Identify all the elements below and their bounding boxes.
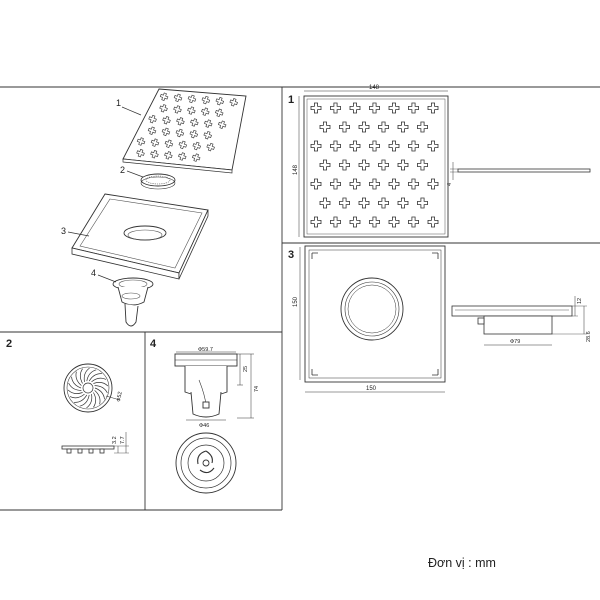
body-outlet-diameter-dim: Ф79 bbox=[510, 339, 520, 345]
callout-4: 4 bbox=[91, 268, 96, 278]
trap-upper-height-dim: 25 bbox=[243, 366, 249, 372]
strainer-blade bbox=[73, 394, 88, 403]
strainer-blade bbox=[94, 387, 105, 400]
strainer-blade bbox=[86, 369, 97, 382]
grate-thickness-dim: 4 bbox=[447, 183, 453, 186]
grate-height-dim: 148 bbox=[293, 164, 299, 175]
strainer-blade bbox=[83, 367, 90, 382]
strainer-blade bbox=[75, 371, 82, 386]
strainer-diameter-dim: Ф52 bbox=[116, 391, 124, 402]
body-plan-view bbox=[304, 245, 446, 383]
trap-top-view bbox=[175, 432, 237, 494]
strainer-blade bbox=[71, 376, 82, 389]
strainer-isometric bbox=[140, 173, 176, 190]
strainer-blade bbox=[67, 389, 83, 394]
trap-total-height-dim: 74 bbox=[254, 386, 260, 392]
body-side-height-dim-2: 28.6 bbox=[586, 331, 592, 342]
strainer-blade bbox=[93, 392, 97, 408]
callout-1: 1 bbox=[116, 98, 121, 108]
strainer-blade bbox=[93, 382, 109, 387]
strainer-blade bbox=[94, 390, 101, 405]
body-side-view bbox=[451, 296, 587, 346]
callout-2: 2 bbox=[120, 165, 125, 175]
panel-3-body: 3 150 150 12 28.6 bbox=[288, 245, 592, 393]
trap-side-view bbox=[174, 353, 238, 418]
strainer-blade bbox=[88, 373, 103, 382]
panel-4-label: 4 bbox=[150, 338, 157, 350]
exploded-view-panel: 1 2 3 4 bbox=[61, 88, 247, 327]
panel-1-grate: 1 148 148 4 bbox=[288, 85, 591, 238]
strainer-diameter-leader bbox=[105, 395, 121, 401]
panel-1-label: 1 bbox=[288, 94, 294, 106]
strainer-blade bbox=[69, 393, 85, 399]
body-tray-isometric bbox=[71, 193, 209, 280]
body-height-dim: 150 bbox=[293, 296, 299, 307]
strainer-blades bbox=[67, 367, 109, 409]
panel-3-label: 3 bbox=[288, 249, 294, 261]
trap-bottom-diameter-dim: Ф46 bbox=[199, 423, 209, 429]
grate-plan-view bbox=[303, 95, 449, 238]
panel-4-trap: 4 Ф59.7 25 74 Ф46 bbox=[150, 338, 260, 494]
strainer-blade bbox=[91, 377, 107, 383]
trap-top-diameter-dim: Ф59.7 bbox=[198, 347, 213, 353]
strainer-blade bbox=[68, 382, 82, 391]
panel-2-label: 2 bbox=[6, 338, 12, 350]
grate-isometric bbox=[122, 88, 247, 174]
body-width-dim: 150 bbox=[366, 386, 377, 392]
panel-2-strainer: 2 Ф52 3.2 7.7 bbox=[6, 338, 129, 454]
trap-isometric bbox=[112, 277, 154, 327]
strainer-top-view bbox=[63, 363, 113, 413]
strainer-blade bbox=[79, 394, 90, 407]
strainer-blade bbox=[79, 368, 83, 384]
body-side-height-dim-1: 12 bbox=[577, 298, 583, 304]
unit-label: Đơn vị : mm bbox=[428, 556, 496, 570]
frame-lines bbox=[0, 86, 600, 511]
callout-3: 3 bbox=[61, 226, 66, 236]
grate-side-view bbox=[450, 162, 591, 180]
grate-width-dim: 148 bbox=[369, 85, 380, 91]
strainer-blade bbox=[94, 385, 108, 394]
strainer-height-dim-1: 3.2 bbox=[112, 436, 118, 444]
strainer-side-view bbox=[61, 432, 129, 454]
strainer-height-dim-2: 7.7 bbox=[120, 436, 126, 444]
callout-leaders bbox=[67, 106, 144, 283]
strainer-blade bbox=[86, 394, 93, 409]
